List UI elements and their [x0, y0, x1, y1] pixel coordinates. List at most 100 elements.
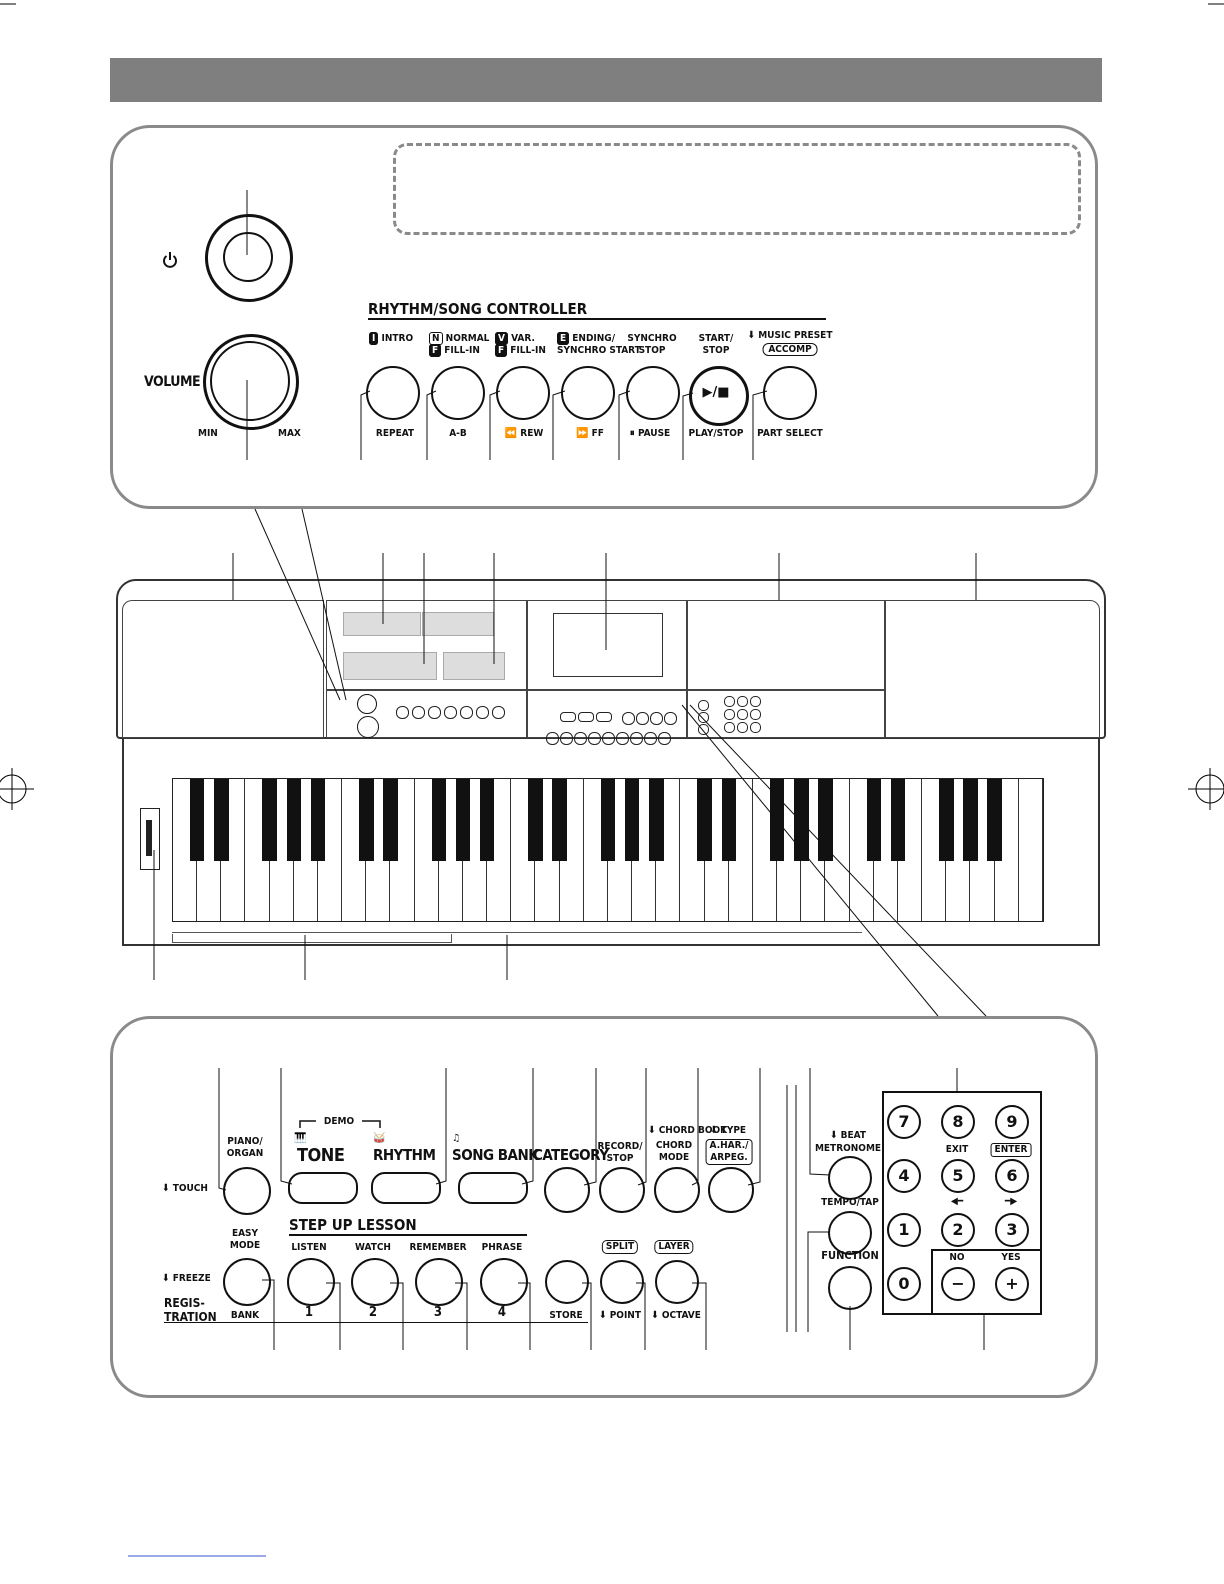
keypad-5[interactable]: 5 [941, 1159, 975, 1193]
exit-label: EXIT [945, 1144, 969, 1155]
layer-label: LAYER [654, 1240, 694, 1254]
piano-keys [172, 778, 1044, 922]
record-stop-button[interactable] [599, 1167, 645, 1213]
var-fillin-label: V VAR. F FILL-IN [495, 332, 546, 357]
hold-icon: ⬇ [599, 1310, 607, 1321]
black-key [963, 779, 978, 862]
minus-button[interactable]: − [941, 1267, 975, 1301]
mini-lesson-button [574, 732, 587, 745]
ff-icon: ⏩ [576, 428, 589, 439]
dec-arrow-icon: ◀━ [950, 1196, 964, 1207]
no-label: NO [949, 1252, 965, 1263]
mini-keypad-button [750, 709, 761, 720]
plus-button[interactable]: + [995, 1267, 1029, 1301]
bottom-zoom-panel [110, 1016, 1098, 1398]
keypad-4[interactable]: 4 [887, 1159, 921, 1193]
mini-volume-knob [357, 716, 379, 738]
mini-keypad-button [724, 722, 735, 733]
keypad-9[interactable]: 9 [995, 1105, 1029, 1139]
black-key [359, 779, 374, 862]
phrase-button[interactable] [480, 1258, 528, 1306]
keypad-7[interactable]: 7 [887, 1105, 921, 1139]
metronome-button[interactable] [828, 1156, 872, 1200]
lesson-2-label: 2 [368, 1305, 378, 1320]
remember-label: REMEMBER [409, 1242, 467, 1253]
synchro-stop-button[interactable] [626, 366, 680, 420]
chord-book-label: ⬇ CHORD BOOK [648, 1125, 728, 1136]
mini-keypad-button [724, 696, 735, 707]
layer-button[interactable] [655, 1260, 699, 1304]
step-up-lesson-title: STEP UP LESSON [289, 1216, 417, 1234]
enter-label: ENTER [990, 1143, 1032, 1157]
key-number-strip [172, 934, 452, 943]
song-bank-button[interactable] [458, 1172, 528, 1204]
chord-mode-button[interactable] [654, 1167, 700, 1213]
tempo-tap-button[interactable] [828, 1211, 872, 1255]
mini-round-button [622, 712, 635, 725]
listen-button[interactable] [287, 1258, 335, 1306]
black-key [479, 779, 495, 862]
split-button[interactable] [600, 1260, 644, 1304]
watch-button[interactable] [351, 1258, 399, 1306]
black-key [890, 779, 906, 862]
black-key [624, 779, 640, 862]
pitch-bend-wheel-inner [146, 820, 152, 856]
mini-lesson-button [546, 732, 559, 745]
keypad-3[interactable]: 3 [995, 1213, 1029, 1247]
pitch-bend-wheel [140, 808, 160, 870]
black-key [818, 779, 833, 862]
black-key [528, 779, 543, 862]
white-key [1018, 779, 1043, 921]
part-select-label: PART SELECT [757, 428, 823, 439]
keypad-2[interactable]: 2 [941, 1213, 975, 1247]
bank-label: BANK [230, 1310, 260, 1321]
type-label: ⬇ TYPE [710, 1125, 747, 1136]
black-key [721, 779, 737, 862]
mini-keypad-button [750, 722, 761, 733]
step-up-lesson-rule [289, 1234, 527, 1236]
black-key [262, 779, 277, 862]
easy-mode-button[interactable] [223, 1258, 271, 1306]
metronome-label: METRONOME [814, 1143, 882, 1154]
keypad-0[interactable]: 0 [887, 1267, 921, 1301]
rew-icon: ⏪ [504, 428, 518, 439]
point-label: ⬇ POINT [599, 1310, 641, 1321]
intro-button[interactable] [366, 366, 420, 420]
octave-label: ⬇ OCTAVE [651, 1310, 701, 1321]
fill-icon: F [429, 344, 442, 357]
category-button[interactable] [544, 1167, 590, 1213]
start-stop-button-inner: ▶/■ [697, 374, 735, 412]
mini-lesson-button [658, 732, 671, 745]
store-label: STORE [549, 1310, 583, 1321]
rew-label: ⏪ REW [504, 428, 544, 439]
black-key [697, 779, 712, 862]
keypad-6[interactable]: 6 [995, 1159, 1029, 1193]
ahar-arpeg-button[interactable] [708, 1167, 754, 1213]
remember-button[interactable] [415, 1258, 463, 1306]
accomp-button[interactable] [763, 366, 817, 420]
ending-button[interactable] [561, 366, 615, 420]
function-button[interactable] [828, 1266, 872, 1310]
var-fillin-button[interactable] [496, 366, 550, 420]
mini-round-button [664, 712, 677, 725]
piano-organ-button[interactable] [223, 1167, 271, 1215]
yes-label: YES [1001, 1252, 1021, 1263]
store-button[interactable] [545, 1260, 589, 1304]
song-bank-area [326, 600, 528, 690]
intro-icon: I [369, 332, 379, 345]
easy-mode-label: EASY MODE [229, 1228, 261, 1251]
controller-title-rule [368, 318, 826, 320]
ff-label: ⏩ FF [576, 428, 604, 439]
split-label: SPLIT [601, 1240, 639, 1254]
repeat-label: REPEAT [375, 428, 415, 439]
mini-keypad-button [737, 722, 748, 733]
piano-organ-label: PIANO/ ORGAN [226, 1136, 264, 1159]
mini-power-button [357, 694, 377, 714]
keypad-1[interactable]: 1 [887, 1213, 921, 1247]
mini-lesson-button [616, 732, 629, 745]
keypad-8[interactable]: 8 [941, 1105, 975, 1139]
tone-button[interactable] [288, 1172, 358, 1204]
rhythm-button[interactable] [371, 1172, 441, 1204]
tone-icon: 🎹 [294, 1133, 307, 1144]
